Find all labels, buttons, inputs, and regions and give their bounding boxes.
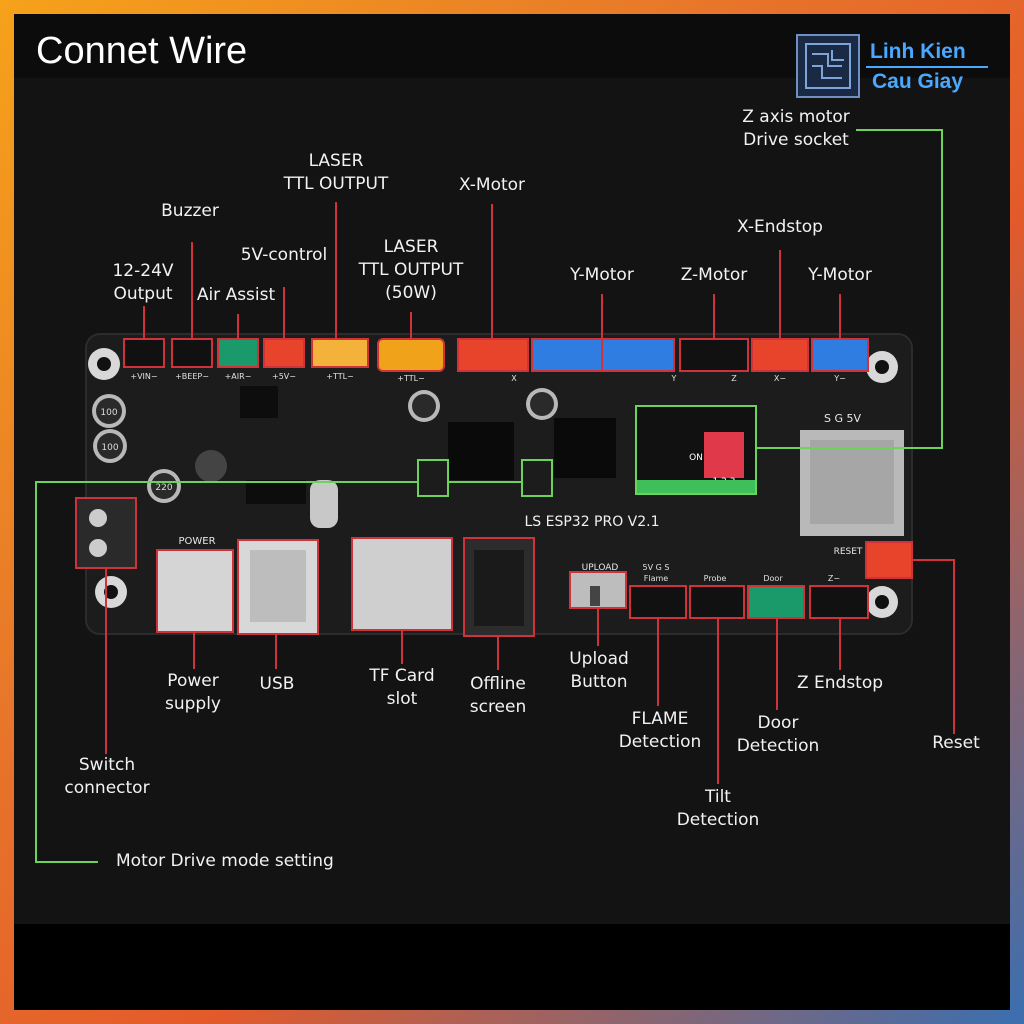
svg-text:+TTL−: +TTL− <box>397 374 425 383</box>
svg-text:Probe: Probe <box>704 574 727 583</box>
svg-text:5V G S: 5V G S <box>643 563 670 572</box>
svg-text:100: 100 <box>100 408 117 418</box>
board-drawing: 100 100 220 1 2 3 ON S G 5V <box>35 129 955 863</box>
svg-text:ON: ON <box>689 453 703 463</box>
ttl50w-connector <box>377 338 445 372</box>
svg-text:S G 5V: S G 5V <box>824 412 861 425</box>
svg-text:RESET: RESET <box>834 547 863 557</box>
label-air-assist: Air Assist <box>196 285 276 305</box>
svg-text:+TTL−: +TTL− <box>326 372 354 381</box>
driver-header-green <box>636 480 756 494</box>
air-connector <box>217 338 259 368</box>
crystal <box>310 480 338 528</box>
y-motor-connector-1 <box>531 338 603 372</box>
mode-setting-lines <box>35 129 943 863</box>
label-z-motor: Z-Motor <box>680 265 748 285</box>
label-y-motor-1: Y-Motor <box>570 265 634 285</box>
svg-text:UPLOAD: UPLOAD <box>582 563 619 573</box>
label-reset: Reset <box>932 733 980 753</box>
capacitor: 100 <box>92 394 126 428</box>
label-z-endstop: Z Endstop <box>796 673 884 693</box>
power-port <box>156 549 234 633</box>
label-buzzer: Buzzer <box>161 201 219 221</box>
vin-connector <box>123 338 165 368</box>
footer-bar <box>14 924 1010 1010</box>
inductor <box>195 450 227 482</box>
svg-text:220: 220 <box>155 483 172 493</box>
brand-divider <box>866 66 988 68</box>
ic-chip <box>240 386 278 418</box>
brand-name-line1: Linh Kien <box>870 40 966 63</box>
diagram-canvas: Connet Wire Linh Kien Cau Giay 100 100 2… <box>14 14 1010 1010</box>
svg-text:Door: Door <box>763 574 783 583</box>
svg-text:+5V−: +5V− <box>272 372 296 381</box>
flame-connector <box>629 585 687 619</box>
svg-text:Y−: Y− <box>833 374 846 383</box>
svg-text:Flame: Flame <box>644 574 669 583</box>
capacitor: 100 <box>93 429 127 463</box>
reset-button <box>865 541 913 579</box>
x-motor-connector <box>457 338 529 372</box>
svg-text:+BEEP−: +BEEP− <box>175 372 209 381</box>
capacitor: 220 <box>147 469 181 503</box>
label-5v-control: 5V-control <box>240 245 328 265</box>
terminal-block <box>75 497 137 569</box>
x-endstop-connector <box>751 338 809 372</box>
svg-text:+AIR−: +AIR− <box>225 372 252 381</box>
y-motor-connector-2 <box>811 338 869 372</box>
dip-switch <box>704 432 744 478</box>
svg-text:Y: Y <box>671 374 677 383</box>
label-y-motor-2: Y-Motor <box>808 265 872 285</box>
driver-socket-outline <box>635 405 757 495</box>
svg-text:Z: Z <box>731 374 737 383</box>
label-motor-mode: Motor Drive mode setting <box>116 851 334 871</box>
ic-chip <box>246 480 306 504</box>
ttl-connector <box>311 338 369 368</box>
svg-text:POWER: POWER <box>178 536 215 547</box>
brand-name-line2: Cau Giay <box>872 70 964 93</box>
label-x-endstop: X-Endstop <box>737 217 823 237</box>
svg-text:Z−: Z− <box>828 574 840 583</box>
door-connector <box>747 585 805 619</box>
heatsink <box>554 418 616 478</box>
tf-card-slot <box>351 537 453 631</box>
mode-jumper-2 <box>521 459 553 497</box>
chip-logo-icon <box>796 34 860 98</box>
heatsink <box>448 422 514 480</box>
y-motor-connector-1b <box>601 338 675 372</box>
board-model-text: LS ESP32 PRO V2.1 <box>524 514 659 530</box>
z-motor-connector <box>679 338 749 372</box>
label-x-motor: X-Motor <box>458 175 526 195</box>
mode-jumper-1 <box>417 459 449 497</box>
svg-text:X−: X− <box>774 374 786 383</box>
z-endstop-connector <box>809 585 869 619</box>
svg-text:100: 100 <box>101 443 118 453</box>
leader-lines <box>105 202 955 784</box>
svg-text:X: X <box>511 374 517 383</box>
label-usb: USB <box>259 674 295 694</box>
probe-connector <box>689 585 745 619</box>
v5-connector <box>263 338 305 368</box>
svg-text:+VIN−: +VIN− <box>130 372 157 381</box>
beep-connector <box>171 338 213 368</box>
page-title: Connet Wire <box>36 30 248 72</box>
